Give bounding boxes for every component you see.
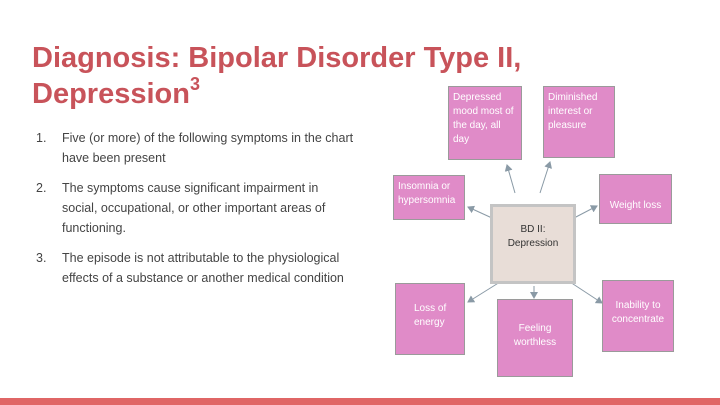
center-bd-ii-depression: BD II: Depression [490,204,576,284]
criteria-text: The episode is not attributable to the p… [62,251,344,285]
criteria-number: 3. [36,251,47,265]
symptom-inability-concentrate: Inability to concentrate [602,280,674,352]
criteria-number: 2. [36,181,47,195]
bottom-accent-bar [0,398,720,405]
criteria-item-2: 2. The symptoms cause significant impair… [36,178,356,238]
arrow-to-depressed-mood [504,164,516,194]
arrow-to-concentrate [569,281,603,304]
title-line-1: Diagnosis: Bipolar Disorder Type II, [32,42,522,74]
symptom-depressed-mood: Depressed mood most of the day, all day [448,86,522,160]
symptom-loss-energy: Loss of energy [395,283,465,355]
symptom-feeling-worthless: Feeling worthless [497,299,573,377]
symptom-insomnia: Insomnia or hypersomnia [393,175,465,220]
criteria-text: Five (or more) of the following symptoms… [62,131,354,165]
slide-title: Diagnosis: Bipolar Disorder Type II, Dep… [32,40,632,112]
criteria-text: The symptoms cause significant impairmen… [62,181,326,235]
criteria-item-3: 3. The episode is not attributable to th… [36,248,356,288]
arrow-to-weight-loss [573,205,598,219]
arrow-to-diminished-interest [539,161,552,194]
arrow-to-loss-energy [467,281,501,303]
criteria-item-1: 1. Five (or more) of the following sympt… [36,128,356,168]
title-line-2: Depression [32,78,190,110]
criteria-number: 1. [36,131,47,145]
title-superscript: 3 [189,74,200,95]
arrow-to-insomnia [467,205,493,219]
symptom-diminished-interest: Diminished interest or pleasure [543,86,615,158]
criteria-list: 1. Five (or more) of the following sympt… [36,128,356,298]
symptom-weight-loss: Weight loss [599,174,672,224]
